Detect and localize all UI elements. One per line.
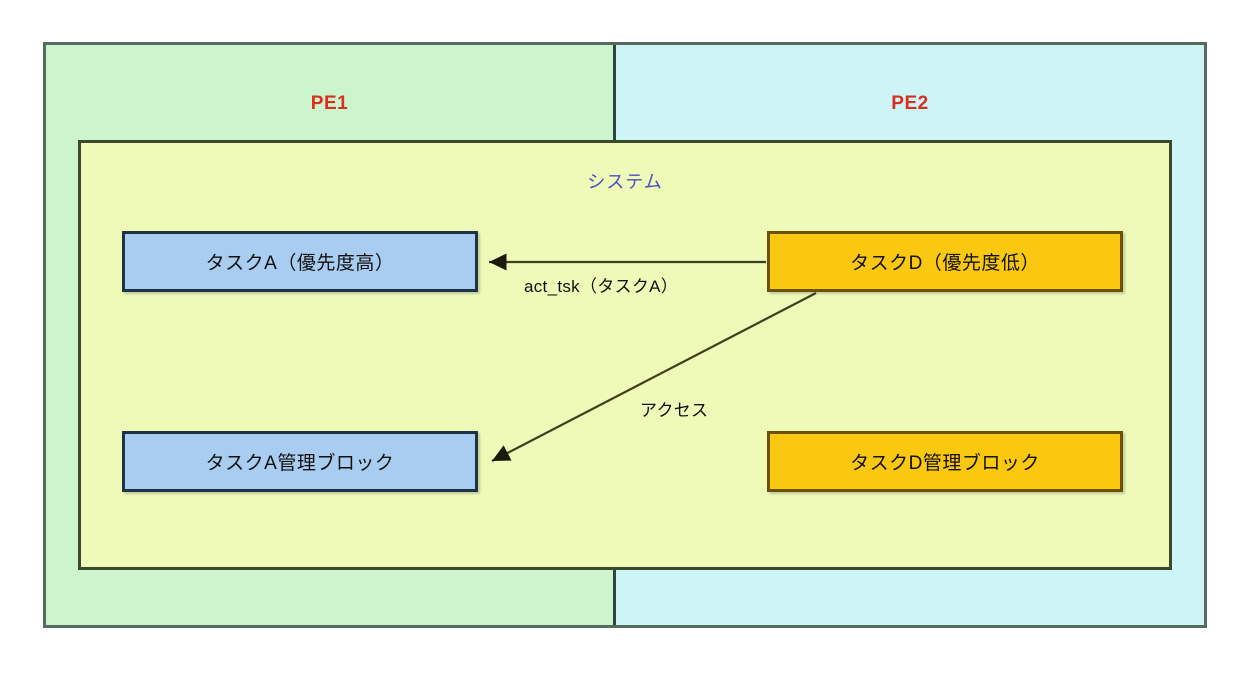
edge-label-act-tsk: act_tsk（タスクA） <box>524 277 679 296</box>
system-label: システム <box>587 172 663 192</box>
node-task-d-control-block: タスクD管理ブロック <box>767 431 1123 492</box>
pe2-label: PE2 <box>891 93 929 114</box>
system-box: システム <box>78 140 1172 570</box>
node-task-a: タスクA（優先度高） <box>122 231 478 292</box>
edge-label-access: アクセス <box>640 401 709 420</box>
node-task-a-control-block: タスクA管理ブロック <box>122 431 478 492</box>
pe1-label: PE1 <box>310 93 349 114</box>
node-task-d: タスクD（優先度低） <box>767 231 1123 292</box>
